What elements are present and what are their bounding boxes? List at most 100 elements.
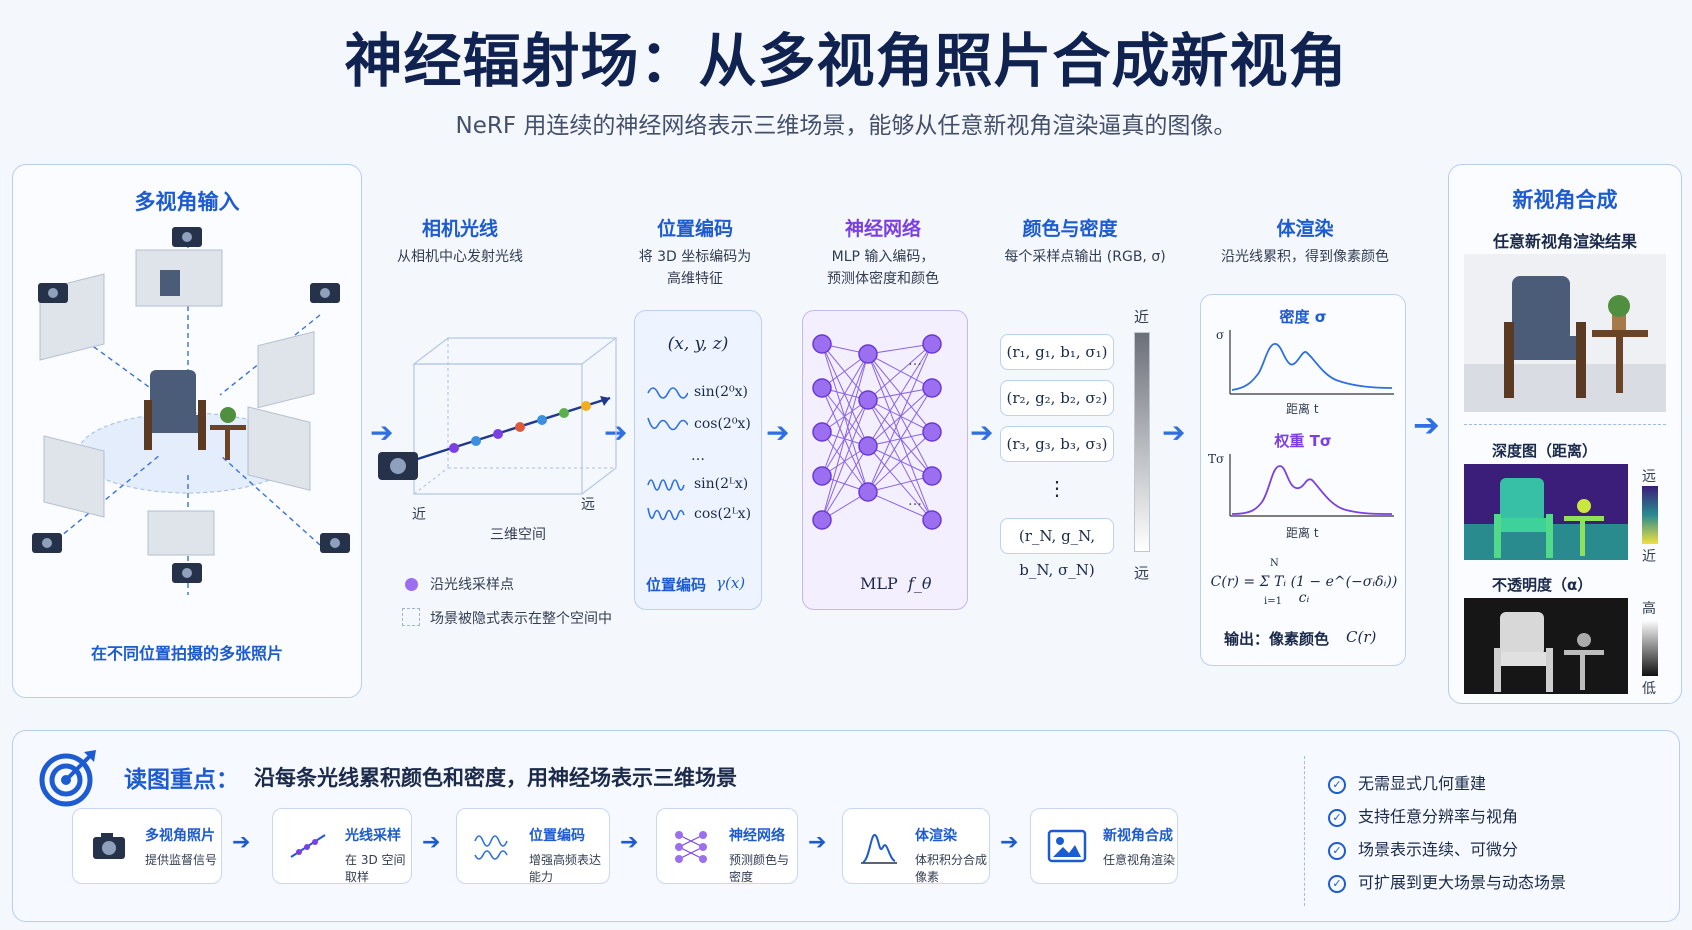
color-heading: 颜色与密度 [1022, 218, 1118, 240]
multiview-input-caption: 在不同位置拍摄的多张照片 [90, 644, 283, 663]
check-circle-icon: ✓ [1328, 841, 1346, 860]
mlp-network-diagram: …… [812, 334, 942, 530]
network-icon [673, 827, 713, 867]
multiview-scene-illustration [32, 227, 350, 595]
step-title: 神经网络 [729, 828, 785, 844]
rendered-view-image [1464, 254, 1666, 412]
network-edge [867, 353, 933, 389]
flow-arrow-6: ➔ [1413, 406, 1440, 444]
network-edge [867, 387, 933, 401]
wave-cosL-icon [647, 507, 685, 521]
step-arrow-icon: ➔ [808, 830, 827, 855]
render-desc: 沿光线累积，得到像素颜色 [1221, 249, 1389, 265]
encoding-desc-1: 将 3D 坐标编码为 [638, 249, 752, 265]
network-edge [821, 387, 869, 493]
check-circle-icon: ✓ [1328, 874, 1346, 893]
network-node [812, 378, 832, 398]
network-edge [867, 399, 933, 477]
synthesis-heading: 新视角合成 [1512, 188, 1618, 212]
weight-curve-chart [1229, 454, 1394, 517]
check-item-3: ✓ 场景表示连续、可微分 [1328, 836, 1518, 860]
synthesis-depth-label: 深度图（距离） [1492, 442, 1598, 460]
encoding-footer-label: 位置编码 [646, 576, 707, 594]
step-card-5: 体渲染体积积分合成像素 [842, 808, 990, 884]
check-item-2-text: 支持任意分辨率与视角 [1358, 807, 1519, 826]
network-node [812, 334, 832, 354]
step-desc: 预测颜色与密度 [729, 853, 790, 884]
step-title: 位置编码 [529, 828, 585, 844]
rgb-row-3: (r₃, g₃, b₃, σ₃) [1000, 426, 1114, 462]
step-card-4: 神经网络预测颜色与密度 [656, 808, 798, 884]
ray-legend-samples: 沿光线采样点 [430, 577, 514, 593]
encoding-cos-0: cos(2⁰x) [694, 416, 751, 432]
render-formula: C(r) = Σ Tᵢ (1 − e^(−σᵢδᵢ)) cᵢ [1210, 574, 1398, 606]
check-item-3-text: 场景表示连续、可微分 [1358, 840, 1519, 859]
step-card-3: 位置编码增强高频表达能力 [456, 808, 610, 884]
network-node [922, 510, 942, 530]
network-edge [867, 475, 933, 493]
svg-text:…: … [908, 353, 922, 369]
network-edge [867, 343, 933, 355]
network-edge [821, 343, 869, 401]
network-edge [821, 353, 869, 433]
flow-arrow-5: ➔ [1162, 416, 1186, 449]
weight-chart-title: 权重 Tσ [1274, 432, 1332, 450]
density-x-label: 距离 t [1286, 402, 1319, 416]
network-edge [867, 445, 933, 521]
ray-heading: 相机光线 [421, 218, 498, 240]
network-edge [867, 343, 933, 447]
network-edge [867, 353, 933, 433]
network-node [812, 466, 832, 486]
summary-heading-rest: 沿每条光线累积颜色和密度，用神经场表示三维场景 [254, 766, 737, 790]
check-item-1: ✓无需显式几何重建 [1328, 770, 1486, 794]
wave-sinL-icon [647, 479, 685, 491]
encoding-card [634, 310, 762, 610]
encoding-cos-L: cos(2ᴸx) [694, 506, 752, 522]
network-edge [821, 343, 869, 493]
color-near-label: 近 [1134, 308, 1150, 326]
step-desc: 体积积分合成像素 [915, 853, 988, 884]
network-footer-math: f_θ [908, 574, 932, 593]
weight-x-label: 距离 t [1286, 526, 1319, 540]
color-far-label: 远 [1134, 564, 1150, 582]
density-y-label: σ [1216, 328, 1225, 342]
summary-divider [1304, 756, 1305, 906]
network-node [922, 378, 942, 398]
weight-y-label: Tσ [1208, 452, 1225, 466]
multiview-input-heading: 多视角输入 [134, 190, 240, 214]
encoding-sin-L: sin(2ᴸx) [694, 476, 749, 492]
network-edge [867, 431, 933, 447]
scene-cube-icon [402, 608, 420, 626]
step-arrow-icon: ➔ [620, 830, 639, 855]
network-edge [867, 343, 933, 401]
step-title: 体渲染 [915, 828, 957, 844]
depth-far-label: 远 [1642, 469, 1656, 485]
sample-dot-icon [405, 578, 418, 591]
network-node [858, 482, 878, 502]
depth-colorbar [1642, 486, 1658, 544]
opacity-high-label: 高 [1642, 601, 1656, 617]
step-title: 光线采样 [345, 828, 401, 844]
network-edge [867, 343, 933, 493]
rgb-row-n: (r_N, g_N, b_N, σ_N) [1000, 518, 1114, 579]
opacity-low-label: 低 [1642, 681, 1656, 697]
wave-icon [473, 827, 513, 867]
step-title: 新视角合成 [1103, 828, 1173, 844]
check-item-4-text: 可扩展到更大场景与动态场景 [1358, 873, 1567, 892]
camera-icon [89, 827, 129, 867]
step-arrow-icon: ➔ [422, 830, 441, 855]
encoding-footer-math: γ(x) [716, 574, 746, 592]
step-arrow-icon: ➔ [232, 830, 251, 855]
curve-icon [859, 827, 899, 867]
network-node [922, 466, 942, 486]
check-item-2: ✓支持任意分辨率与视角 [1328, 803, 1518, 827]
step-card-1: 多视角照片提供监督信号 [72, 808, 222, 884]
network-edge [867, 399, 933, 433]
rgb-row-1: (r₁, g₁, b₁, σ₁) [1000, 334, 1114, 370]
depth-map-image [1464, 464, 1628, 560]
render-output-label: 输出：像素颜色 [1224, 630, 1330, 648]
step-card-2: 光线采样在 3D 空间取样 [272, 808, 412, 884]
wave-sin0-icon [647, 387, 688, 399]
network-edge [867, 353, 933, 477]
step-desc: 增强高频表达能力 [529, 853, 602, 884]
